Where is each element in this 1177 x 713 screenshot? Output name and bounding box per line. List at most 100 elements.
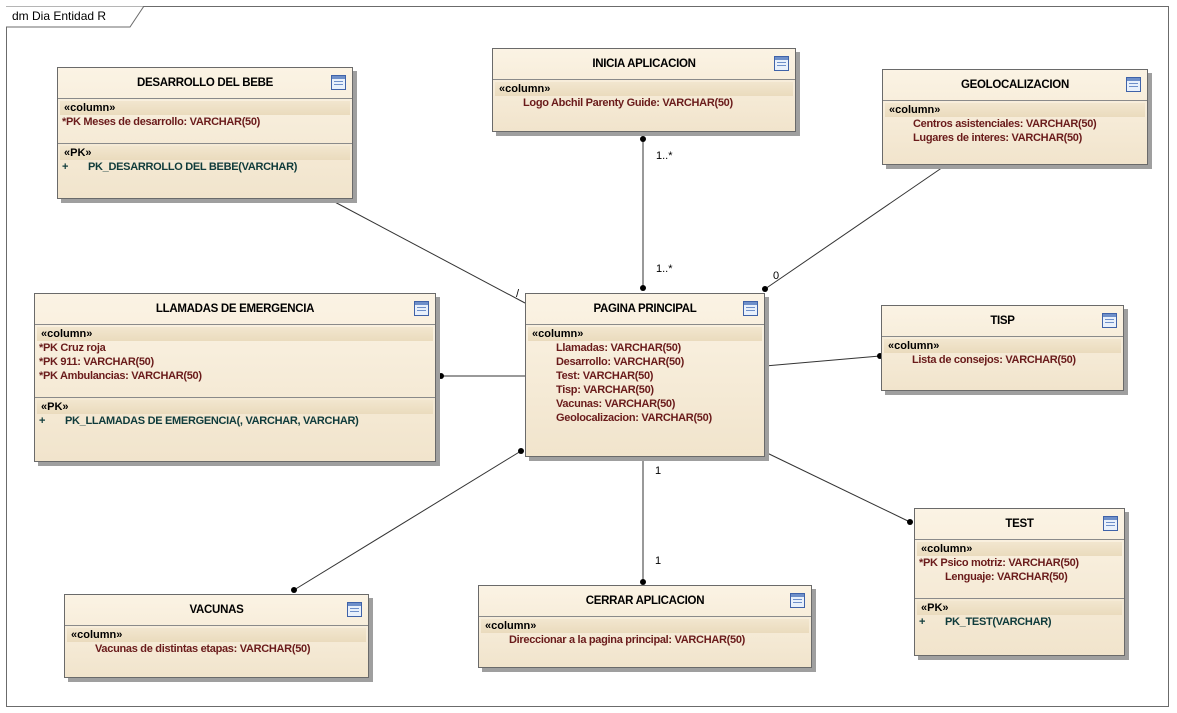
column-stereotype: «column» (495, 82, 793, 96)
column-row: *PK Ambulancias: VARCHAR(50) (39, 370, 202, 382)
column-stereotype: «column» (37, 327, 433, 341)
entity-cerrar-aplicacion[interactable]: CERRAR APLICACION «column» Direccionar a… (478, 585, 812, 668)
link-geo-pagina (764, 164, 947, 290)
column-section: «column» Llamadas: VARCHAR(50) Desarroll… (526, 324, 764, 429)
visibility-marker: + (39, 415, 46, 427)
multiplicity-label: 1 (655, 555, 662, 567)
column-stereotype: «column» (917, 542, 1122, 556)
column-row: *PK Cruz roja (39, 342, 106, 354)
table-icon (414, 301, 429, 316)
link-end-dot (907, 519, 913, 525)
table-icon (1126, 77, 1141, 92)
column-row: Centros asistenciales: VARCHAR(50) (913, 118, 1097, 130)
column-row: *PK Psico motriz: VARCHAR(50) (919, 557, 1079, 569)
column-section: «column» *PK Meses de desarrollo: VARCHA… (58, 98, 352, 133)
visibility-marker: + (62, 161, 69, 173)
column-row: Desarrollo: VARCHAR(50) (556, 356, 684, 368)
link-pagina-vacunas (293, 450, 522, 591)
table-icon (1102, 313, 1117, 328)
column-section: «column» *PK Cruz roja *PK 911: VARCHAR(… (35, 324, 435, 387)
entity-title: TEST (1005, 518, 1034, 530)
link-end-dot (640, 285, 646, 291)
pk-stereotype: «PK» (917, 601, 1122, 615)
multiplicity-label: 1..* (656, 263, 673, 275)
frame-title: dm Dia Entidad R (12, 9, 107, 23)
pk-section: «PK» + PK_LLAMADAS DE EMERGENCIA(, VARCHA… (35, 397, 435, 432)
operation-row: + PK_TEST(VARCHAR) (915, 615, 1124, 629)
pk-stereotype: «PK» (37, 400, 433, 414)
entity-desarrollo-del-bebe[interactable]: DESARROLLO DEL BEBE «column» *PK Meses d… (57, 67, 353, 199)
column-row: Llamadas: VARCHAR(50) (556, 342, 681, 354)
column-row: Logo Abchil Parenty Guide: VARCHAR(50) (523, 97, 733, 109)
column-section: «column» Direccionar a la pagina princip… (479, 616, 811, 651)
entity-llamadas-de-emergencia[interactable]: LLAMADAS DE EMERGENCIA «column» *PK Cruz… (34, 293, 436, 462)
column-row: Vacunas: VARCHAR(50) (556, 398, 676, 410)
visibility-marker: + (919, 616, 926, 628)
frame-tab (6, 6, 146, 28)
link-end-dot (762, 286, 768, 292)
column-row: *PK Meses de desarrollo: VARCHAR(50) (62, 116, 261, 128)
entity-title: DESARROLLO DEL BEBE (137, 77, 273, 89)
column-section: «column» Vacunas de distintas etapas: VA… (65, 625, 368, 660)
multiplicity-label: 1..* (656, 150, 673, 162)
column-section: «column» Centros asistenciales: VARCHAR(… (883, 100, 1147, 149)
link-end-dot (518, 448, 524, 454)
pk-stereotype: «PK» (60, 146, 350, 160)
link-end-dot (640, 136, 646, 142)
column-stereotype: «column» (60, 101, 350, 115)
entity-geolocalizacion[interactable]: GEOLOCALIZACION «column» Centros asisten… (882, 69, 1148, 165)
entity-title: VACUNAS (189, 604, 244, 616)
table-icon (774, 56, 789, 71)
entity-inicia-aplicacion[interactable]: INICIA APLICACION «column» Logo Abchil P… (492, 48, 796, 132)
table-icon (1103, 516, 1118, 531)
multiplicity-label: 1 (655, 465, 662, 477)
pk-section: «PK» + PK_DESARROLLO DEL BEBE(VARCHAR) (58, 143, 352, 178)
entity-tisp[interactable]: TISP «column» Lista de consejos: VARCHAR… (881, 305, 1124, 391)
operation-text: PK_DESARROLLO DEL BEBE(VARCHAR) (88, 161, 298, 173)
column-row: Tisp: VARCHAR(50) (556, 384, 654, 396)
table-icon (331, 75, 346, 90)
entity-pagina-principal[interactable]: PAGINA PRINCIPAL «column» Llamadas: VARC… (525, 293, 765, 457)
pk-section: «PK» + PK_TEST(VARCHAR) (915, 598, 1124, 633)
operation-text: PK_TEST(VARCHAR) (945, 616, 1052, 628)
column-row: Lugares de interes: VARCHAR(50) (913, 132, 1082, 144)
operation-row: + PK_DESARROLLO DEL BEBE(VARCHAR) (58, 160, 352, 174)
link-end-dot (640, 579, 646, 585)
column-row: *PK 911: VARCHAR(50) (39, 356, 154, 368)
operation-text: PK_LLAMADAS DE EMERGENCIA(, VARCHAR, VAR… (65, 415, 359, 427)
multiplicity-label: 0 (773, 270, 780, 282)
column-stereotype: «column» (884, 339, 1121, 353)
entity-test[interactable]: TEST «column» *PK Psico motriz: VARCHAR(… (914, 508, 1125, 656)
column-row: Vacunas de distintas etapas: VARCHAR(50) (95, 643, 311, 655)
diagram-frame (6, 6, 1169, 707)
column-section: «column» *PK Psico motriz: VARCHAR(50) L… (915, 539, 1124, 588)
entity-title: PAGINA PRINCIPAL (593, 303, 697, 315)
column-row: Test: VARCHAR(50) (556, 370, 654, 382)
entity-title: GEOLOCALIZACION (961, 79, 1069, 91)
link-desarrollo-pagina (330, 199, 526, 304)
column-section: «column» Logo Abchil Parenty Guide: VARC… (493, 79, 795, 114)
entity-title: LLAMADAS DE EMERGENCIA (155, 303, 315, 315)
entity-title: CERRAR APLICACION (585, 595, 705, 607)
column-stereotype: «column» (528, 327, 762, 341)
column-row: Direccionar a la pagina principal: VARCH… (509, 634, 745, 646)
link-pagina-test (764, 451, 911, 523)
table-icon (790, 593, 805, 608)
column-stereotype: «column» (67, 628, 366, 642)
column-stereotype: «column» (481, 619, 809, 633)
column-row: Lista de consejos: VARCHAR(50) (912, 354, 1076, 366)
link-end-dot (291, 587, 297, 593)
link-pagina-tisp (764, 355, 881, 367)
entity-vacunas[interactable]: VACUNAS «column» Vacunas de distintas et… (64, 594, 369, 678)
multiplicity-label: / (516, 288, 520, 300)
column-row: Geolocalizacion: VARCHAR(50) (556, 412, 712, 424)
column-stereotype: «column» (885, 103, 1145, 117)
table-icon (347, 602, 362, 617)
column-row: Lenguaje: VARCHAR(50) (945, 571, 1068, 583)
entity-title: TISP (990, 315, 1015, 327)
table-icon (743, 301, 758, 316)
link-end-dot (438, 373, 444, 379)
column-section: «column» Lista de consejos: VARCHAR(50) (882, 336, 1123, 371)
entity-title: INICIA APLICACION (592, 58, 696, 70)
operation-row: + PK_LLAMADAS DE EMERGENCIA(, VARCHAR, VA… (35, 414, 435, 428)
